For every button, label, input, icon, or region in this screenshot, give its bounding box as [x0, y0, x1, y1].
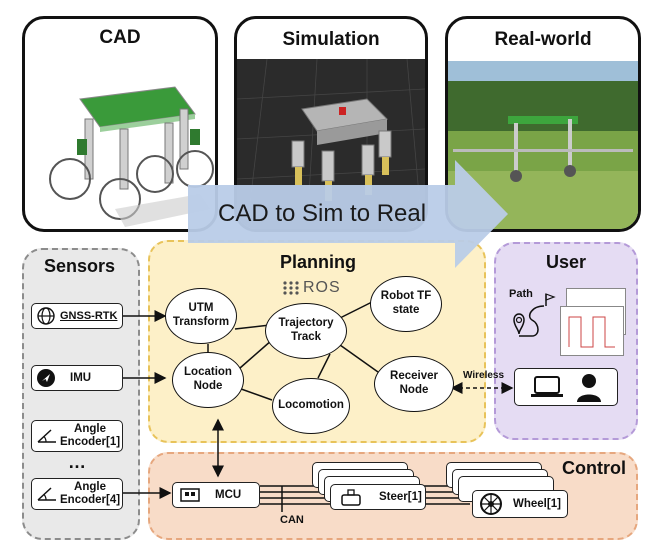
simulation-title: Simulation	[282, 29, 380, 50]
cad-robot-illustration	[49, 86, 214, 227]
user-title: User	[546, 252, 587, 272]
angle-icon	[37, 487, 56, 501]
wireless-label: Wireless	[463, 370, 505, 381]
receiver-node: Receiver Node	[374, 356, 454, 412]
gnss-rtk-label: GNSS-RTK	[60, 310, 118, 322]
path-map-drawing	[568, 316, 615, 348]
angle-icon	[37, 429, 56, 443]
steer-1-box: Steer[1]	[330, 484, 426, 510]
path-map-front	[560, 306, 624, 356]
angle-encoder-1-label: Angle Encoder[1]	[60, 422, 121, 448]
navigation-arrow-icon	[37, 369, 55, 387]
angle-encoder-4-label: Angle Encoder[4]	[60, 480, 121, 506]
person-icon	[577, 374, 601, 402]
microcontroller-icon	[180, 488, 200, 502]
imu-label: IMU	[70, 372, 92, 384]
mcu-label: MCU	[215, 489, 242, 501]
location-node: Location Node	[172, 352, 244, 408]
robot-tf-state-node: Robot TF state	[370, 276, 442, 332]
ros-logo: ROS	[283, 279, 341, 297]
path-label: Path	[509, 288, 533, 300]
wheel-1-label: Wheel[1]	[513, 498, 561, 510]
can-label: CAN	[280, 514, 304, 526]
laptop-icon	[531, 376, 563, 397]
globe-icon	[37, 307, 55, 325]
sensors-title: Sensors	[44, 256, 116, 276]
ros-dots-icon	[283, 281, 299, 295]
control-title: Control	[562, 458, 626, 478]
wheel-icon	[480, 493, 502, 515]
cad-panel: CAD	[22, 16, 218, 232]
servo-motor-icon	[341, 489, 361, 506]
operator-box	[514, 368, 618, 406]
trajectory-track-node: Trajectory Track	[265, 303, 347, 359]
steer-1-label: Steer[1]	[379, 491, 422, 503]
cad-title: CAD	[99, 27, 141, 48]
utm-transform-node: UTM Transform	[165, 288, 237, 344]
banner-label: CAD to Sim to Real	[218, 200, 427, 227]
angle-encoder-4-box: Angle Encoder[4]	[31, 478, 123, 510]
locomotion-node: Locomotion	[272, 378, 350, 434]
ros-text: ROS	[303, 279, 341, 296]
mcu-box: MCU	[172, 482, 260, 508]
angle-encoder-1-box: Angle Encoder[1]	[31, 420, 123, 452]
path-route-icon	[513, 293, 556, 337]
planning-title: Planning	[280, 252, 356, 272]
gnss-rtk-box: GNSS-RTK	[31, 303, 123, 329]
sensors-ellipsis: …	[68, 452, 86, 472]
imu-box: IMU	[31, 365, 123, 391]
real-world-title: Real-world	[494, 29, 592, 50]
wheel-1-box: Wheel[1]	[472, 490, 568, 518]
